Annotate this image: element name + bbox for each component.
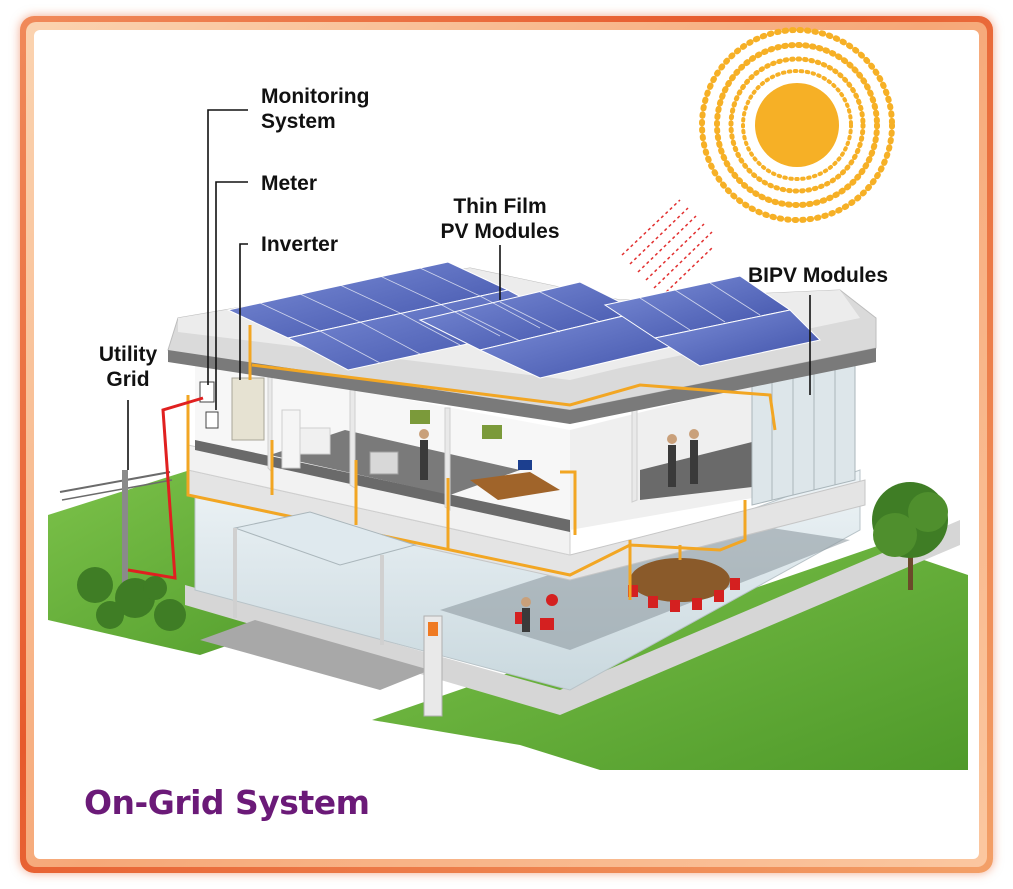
painting-1 bbox=[410, 410, 430, 424]
office-desk bbox=[470, 472, 560, 500]
meter-box bbox=[205, 411, 219, 429]
page-title: On-Grid System bbox=[84, 783, 370, 822]
dc-wiring bbox=[186, 325, 777, 600]
utility-grid-label: Utility Grid bbox=[98, 343, 158, 391]
kitchen-counter bbox=[299, 427, 331, 455]
inverter-label: Inverter bbox=[261, 233, 339, 256]
conference-table bbox=[630, 558, 730, 602]
grid-connection-wire bbox=[127, 396, 204, 580]
signpost-logo bbox=[428, 622, 438, 636]
bipv-mullions bbox=[771, 364, 836, 500]
entrance-canopy bbox=[233, 511, 417, 566]
pv-panel-grid bbox=[259, 267, 761, 364]
sun bbox=[699, 27, 895, 223]
thin-film-pv-label: Thin Film PV Modules bbox=[440, 195, 560, 243]
conference-chairs bbox=[628, 578, 740, 612]
thin-film-pv-array bbox=[226, 261, 822, 379]
leader-lines bbox=[127, 109, 811, 470]
canopy-post-right bbox=[380, 555, 384, 645]
fridge bbox=[281, 409, 301, 469]
monitoring-system-label: Monitoring System bbox=[261, 85, 370, 133]
canopy-post-left bbox=[233, 528, 237, 618]
signpost bbox=[423, 615, 443, 717]
monitoring-box bbox=[199, 381, 215, 403]
meter-label: Meter bbox=[261, 172, 318, 195]
utility-pole bbox=[59, 470, 173, 590]
tree-right bbox=[872, 482, 948, 590]
copier bbox=[369, 451, 399, 475]
painting-2 bbox=[482, 425, 502, 439]
entrance-steps bbox=[200, 620, 430, 690]
bushes-left bbox=[77, 567, 186, 631]
inverter-cabinet bbox=[231, 377, 265, 441]
roof-edge bbox=[168, 348, 876, 424]
sunlight-rays bbox=[621, 199, 713, 297]
bipv-modules-label: BIPV Modules bbox=[748, 264, 889, 287]
monitor bbox=[518, 460, 532, 470]
people bbox=[419, 429, 699, 632]
